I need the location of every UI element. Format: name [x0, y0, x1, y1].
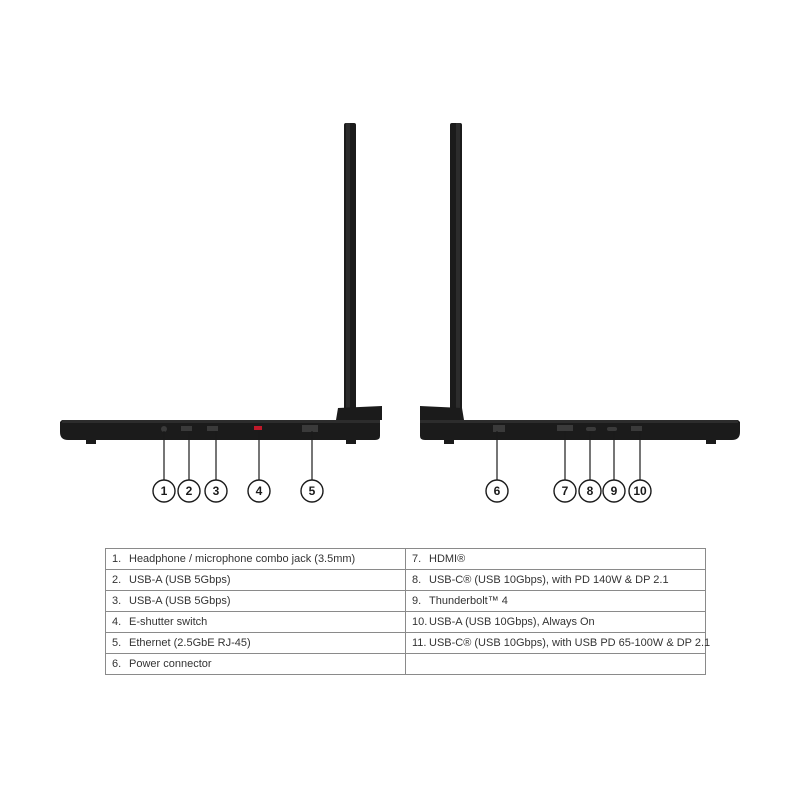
table-row: 1. Headphone / microphone combo jack (3.5… [105, 548, 706, 570]
port-description: HDMI® [429, 553, 466, 565]
port-number: 6. [112, 658, 122, 670]
port-number: 8. [412, 574, 422, 586]
port-description: USB-C® (USB 10Gbps), with USB PD 65-100W… [429, 637, 711, 649]
port-number: 10. [412, 616, 428, 628]
left-display-lid-edge [346, 123, 350, 413]
right-foot-front [444, 440, 454, 444]
port-number: 7. [412, 553, 422, 565]
table-cell: 4. E-shutter switch [105, 611, 406, 633]
table-cell: 5. Ethernet (2.5GbE RJ-45) [105, 632, 406, 654]
table-row: 6. Power connector [105, 653, 706, 675]
table-cell: 10.USB-A (USB 10Gbps), Always On [405, 611, 706, 633]
table-cell: 7. HDMI® [405, 548, 706, 570]
port-number: 2. [112, 574, 122, 586]
table-cell: 9. Thunderbolt™ 4 [405, 590, 706, 612]
left-callout-label-4: 4 [256, 484, 263, 498]
hdmi-port [557, 425, 573, 431]
table-cell [405, 653, 706, 675]
port-description: USB-C® (USB 10Gbps), with PD 140W & DP 2… [429, 574, 669, 586]
usb-a-always-on-port [631, 426, 642, 431]
usb-a-port-1 [181, 426, 192, 431]
table-row: 3. USB-A (USB 5Gbps) 9. Thunderbolt™ 4 [105, 590, 706, 612]
left-callout-label-5: 5 [309, 484, 316, 498]
port-description: USB-A (USB 5Gbps) [129, 595, 231, 607]
port-number: 9. [412, 595, 422, 607]
port-number: 1. [112, 553, 122, 565]
port-description: USB-A (USB 10Gbps), Always On [429, 616, 595, 628]
port-number: 5. [112, 637, 122, 649]
left-foot-rear [346, 440, 356, 444]
right-callout-label-4: 9 [611, 484, 618, 498]
left-chassis-edge [62, 420, 380, 423]
usb-c-port [586, 427, 596, 431]
right-callout-circle-2 [553, 479, 577, 503]
laptop-side-views: 1 2 3 4 5 6 7 8 9 10 [60, 123, 740, 503]
port-description: Power connector [129, 658, 212, 670]
table-cell: 2. USB-A (USB 5Gbps) [105, 569, 406, 591]
left-callout-circle-2 [177, 479, 201, 503]
table-row: 4. E-shutter switch 10.USB-A (USB 10Gbps)… [105, 611, 706, 633]
right-chassis-edge [420, 420, 738, 423]
left-callout-circle-1 [152, 479, 176, 503]
table-cell: 8. USB-C® (USB 10Gbps), with PD 140W & DP… [405, 569, 706, 591]
right-callout-label-5: 10 [633, 484, 647, 498]
laptop-right-side-view [420, 123, 740, 444]
left-callout-circle-4 [247, 479, 271, 503]
usb-a-port-2 [207, 426, 218, 431]
port-description: Ethernet (2.5GbE RJ-45) [129, 637, 251, 649]
left-callout-label-1: 1 [161, 484, 168, 498]
audio-jack-port [161, 426, 167, 432]
right-hinge [420, 406, 464, 420]
table-cell: 3. USB-A (USB 5Gbps) [105, 590, 406, 612]
port-description: USB-A (USB 5Gbps) [129, 574, 231, 586]
right-callout-label-3: 8 [587, 484, 594, 498]
table-row: 5. Ethernet (2.5GbE RJ-45) 11.USB-C® (USB… [105, 632, 710, 654]
port-description: Thunderbolt™ 4 [429, 595, 508, 607]
left-chassis [60, 420, 380, 440]
port-description: Headphone / microphone combo jack (3.5mm… [129, 553, 356, 565]
callout-markers: 1 2 3 4 5 6 7 8 9 10 [152, 431, 652, 503]
right-callout-circle-3 [578, 479, 602, 503]
port-number: 11. [412, 637, 427, 649]
table-cell: 11.USB-C® (USB 10Gbps), with USB PD 65-1… [405, 632, 710, 654]
right-callout-label-1: 6 [494, 484, 501, 498]
right-callout-circle-1 [485, 479, 509, 503]
e-shutter-switch [254, 426, 262, 430]
laptop-left-side-view [60, 123, 382, 444]
left-callout-circle-5 [300, 479, 324, 503]
right-callout-label-2: 7 [562, 484, 569, 498]
right-foot-rear [706, 440, 716, 444]
port-number: 3. [112, 595, 122, 607]
table-row: 2. USB-A (USB 5Gbps) 8. USB-C® (USB 10Gbps… [105, 569, 706, 591]
left-callout-circle-3 [204, 479, 228, 503]
right-callout-circle-4 [602, 479, 626, 503]
left-hinge [336, 406, 382, 420]
left-foot-front [86, 440, 96, 444]
table-cell: 1. Headphone / microphone combo jack (3.5… [105, 548, 406, 570]
thunderbolt-port [607, 427, 617, 431]
left-callout-label-2: 2 [186, 484, 193, 498]
ethernet-port [302, 425, 318, 432]
port-number: 4. [112, 616, 122, 628]
left-callout-label-3: 3 [213, 484, 220, 498]
right-display-lid-edge [456, 123, 460, 413]
power-connector-port [493, 425, 505, 432]
port-description: E-shutter switch [129, 616, 208, 628]
table-cell: 6. Power connector [105, 653, 406, 675]
ports-table: 1. Headphone / microphone combo jack (3.5… [105, 548, 710, 675]
right-callout-circle-5 [628, 479, 652, 503]
